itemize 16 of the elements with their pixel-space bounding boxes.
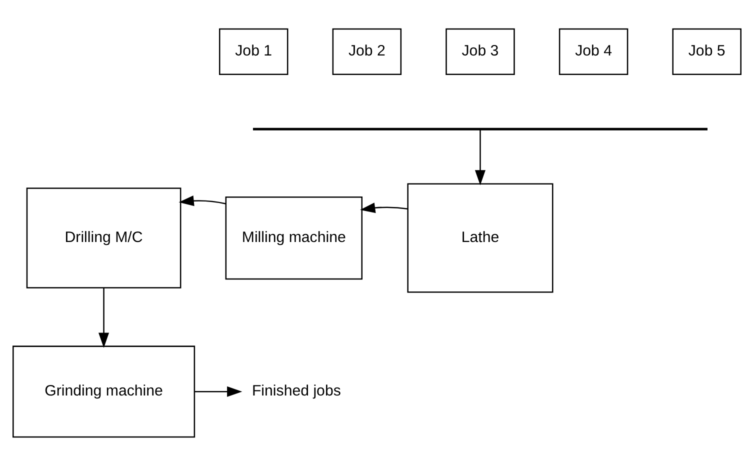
node-box: Drilling M/C: [26, 188, 182, 288]
node-box: Job 1: [219, 28, 288, 75]
node-box: Job 3: [446, 28, 515, 75]
node-box: Milling machine: [225, 196, 363, 280]
node-box: Job 4: [558, 28, 628, 75]
arrow: [98, 288, 110, 348]
node-box: Job 2: [332, 28, 402, 75]
node-box: Grinding machine: [12, 346, 196, 438]
node-bar: [252, 128, 708, 130]
node-box: Lathe: [407, 183, 554, 293]
arrow: [178, 196, 226, 206]
arrow: [360, 202, 408, 214]
arrow: [194, 386, 242, 397]
node-box: Job 5: [672, 28, 742, 75]
arrow: [474, 130, 486, 186]
node-text: Finished jobs: [252, 382, 341, 400]
